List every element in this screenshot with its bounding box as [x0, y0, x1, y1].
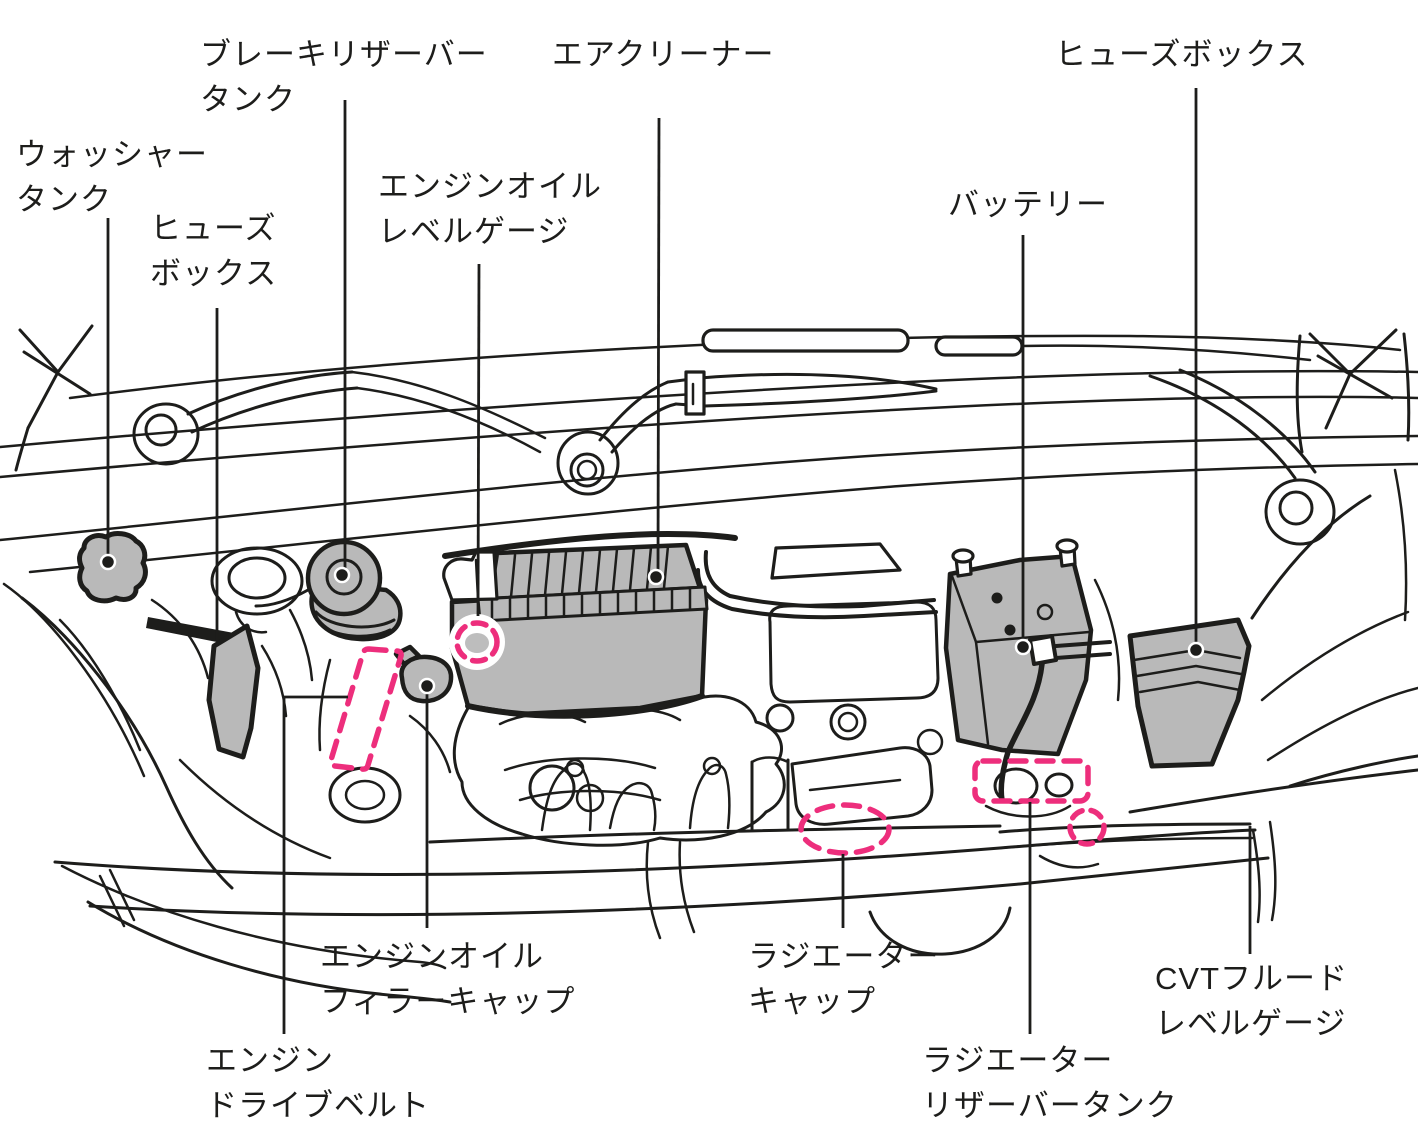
- label-line: ヒューズボックス: [1055, 37, 1309, 72]
- label-line: フィラーキャップ: [320, 984, 576, 1019]
- leader-air-cleaner: [656, 117, 661, 571]
- label-line: リザーバータンク: [922, 1088, 1178, 1123]
- radiator-cap-marker: [798, 802, 892, 856]
- strut-tower-dome: [210, 546, 304, 634]
- label-engine-drive-belt: エンジン ドライブベルト: [206, 1038, 430, 1128]
- hood-hinge-right: [1295, 328, 1411, 454]
- leader-lines: [99, 88, 1252, 1034]
- hood-hinge-left: [14, 324, 94, 472]
- label-line: CVTフルード: [1155, 961, 1348, 996]
- right-fender-lines: [998, 468, 1418, 924]
- label-line: レベルゲージ: [1155, 1006, 1347, 1041]
- label-line: レベルゲージ: [378, 214, 570, 249]
- radiator-reservoir-tank-marker: [972, 758, 1091, 804]
- intake-duct: [696, 542, 944, 756]
- label-line: キャップ: [748, 984, 876, 1019]
- label-line: タンク: [200, 82, 296, 117]
- label-washer-tank: ウォッシャー タンク: [16, 132, 208, 222]
- label-air-cleaner: エアクリーナー: [552, 32, 774, 77]
- leader-engine-drive-belt: [282, 695, 348, 1034]
- label-engine-oil-level-gauge: エンジンオイル レベルゲージ: [378, 164, 602, 254]
- label-line: ブレーキリザーバー: [200, 37, 488, 72]
- label-line: エンジン: [206, 1043, 334, 1078]
- engine-drive-belt-marker: [327, 646, 404, 772]
- battery-shape: [943, 538, 1112, 803]
- label-radiator-cap: ラジエーター キャップ: [748, 934, 939, 1024]
- left-fender-lines: [2, 582, 332, 890]
- label-cvt-fluid-level-gauge: CVTフルード レベルゲージ: [1155, 956, 1348, 1046]
- label-line: エンジンオイル: [378, 169, 602, 204]
- label-engine-oil-filler-cap: エンジンオイル フィラーキャップ: [320, 934, 575, 1024]
- highlight-markers: [327, 614, 1107, 856]
- cowl-panel: [0, 328, 1418, 574]
- cvt-fluid-level-gauge-marker: [1067, 807, 1107, 847]
- label-radiator-reservoir-tank: ラジエーター リザーバータンク: [922, 1038, 1178, 1128]
- label-line: ドライブベルト: [206, 1088, 430, 1123]
- label-line: バッテリー: [948, 187, 1108, 222]
- front-edge: [53, 824, 1270, 1004]
- label-line: ヒューズ: [150, 211, 277, 246]
- label-line: エンジンオイル: [320, 939, 544, 974]
- label-brake-reservoir-tank: ブレーキリザーバー タンク: [200, 32, 488, 122]
- label-line: エアクリーナー: [552, 37, 775, 72]
- label-fuse-box-left: ヒューズ ボックス: [150, 206, 277, 296]
- label-line: ラジエーター: [748, 939, 940, 974]
- label-line: タンク: [16, 182, 112, 217]
- label-line: ウォッシャー: [16, 137, 208, 172]
- label-fuse-box-right: ヒューズボックス: [1055, 32, 1309, 77]
- fuse-box-left-shape: [146, 617, 261, 760]
- label-line: ボックス: [150, 256, 278, 291]
- leader-engine-oil-level-gauge: [476, 263, 481, 617]
- wiper-linkage: [132, 368, 1336, 546]
- label-battery: バッテリー: [948, 182, 1108, 227]
- brake-reservoir-tank-shape: [305, 539, 403, 642]
- fuse-box-right-shape: [1127, 617, 1252, 769]
- label-line: ラジエーター: [922, 1043, 1114, 1078]
- engine-oil-level-gauge-marker: [449, 614, 505, 670]
